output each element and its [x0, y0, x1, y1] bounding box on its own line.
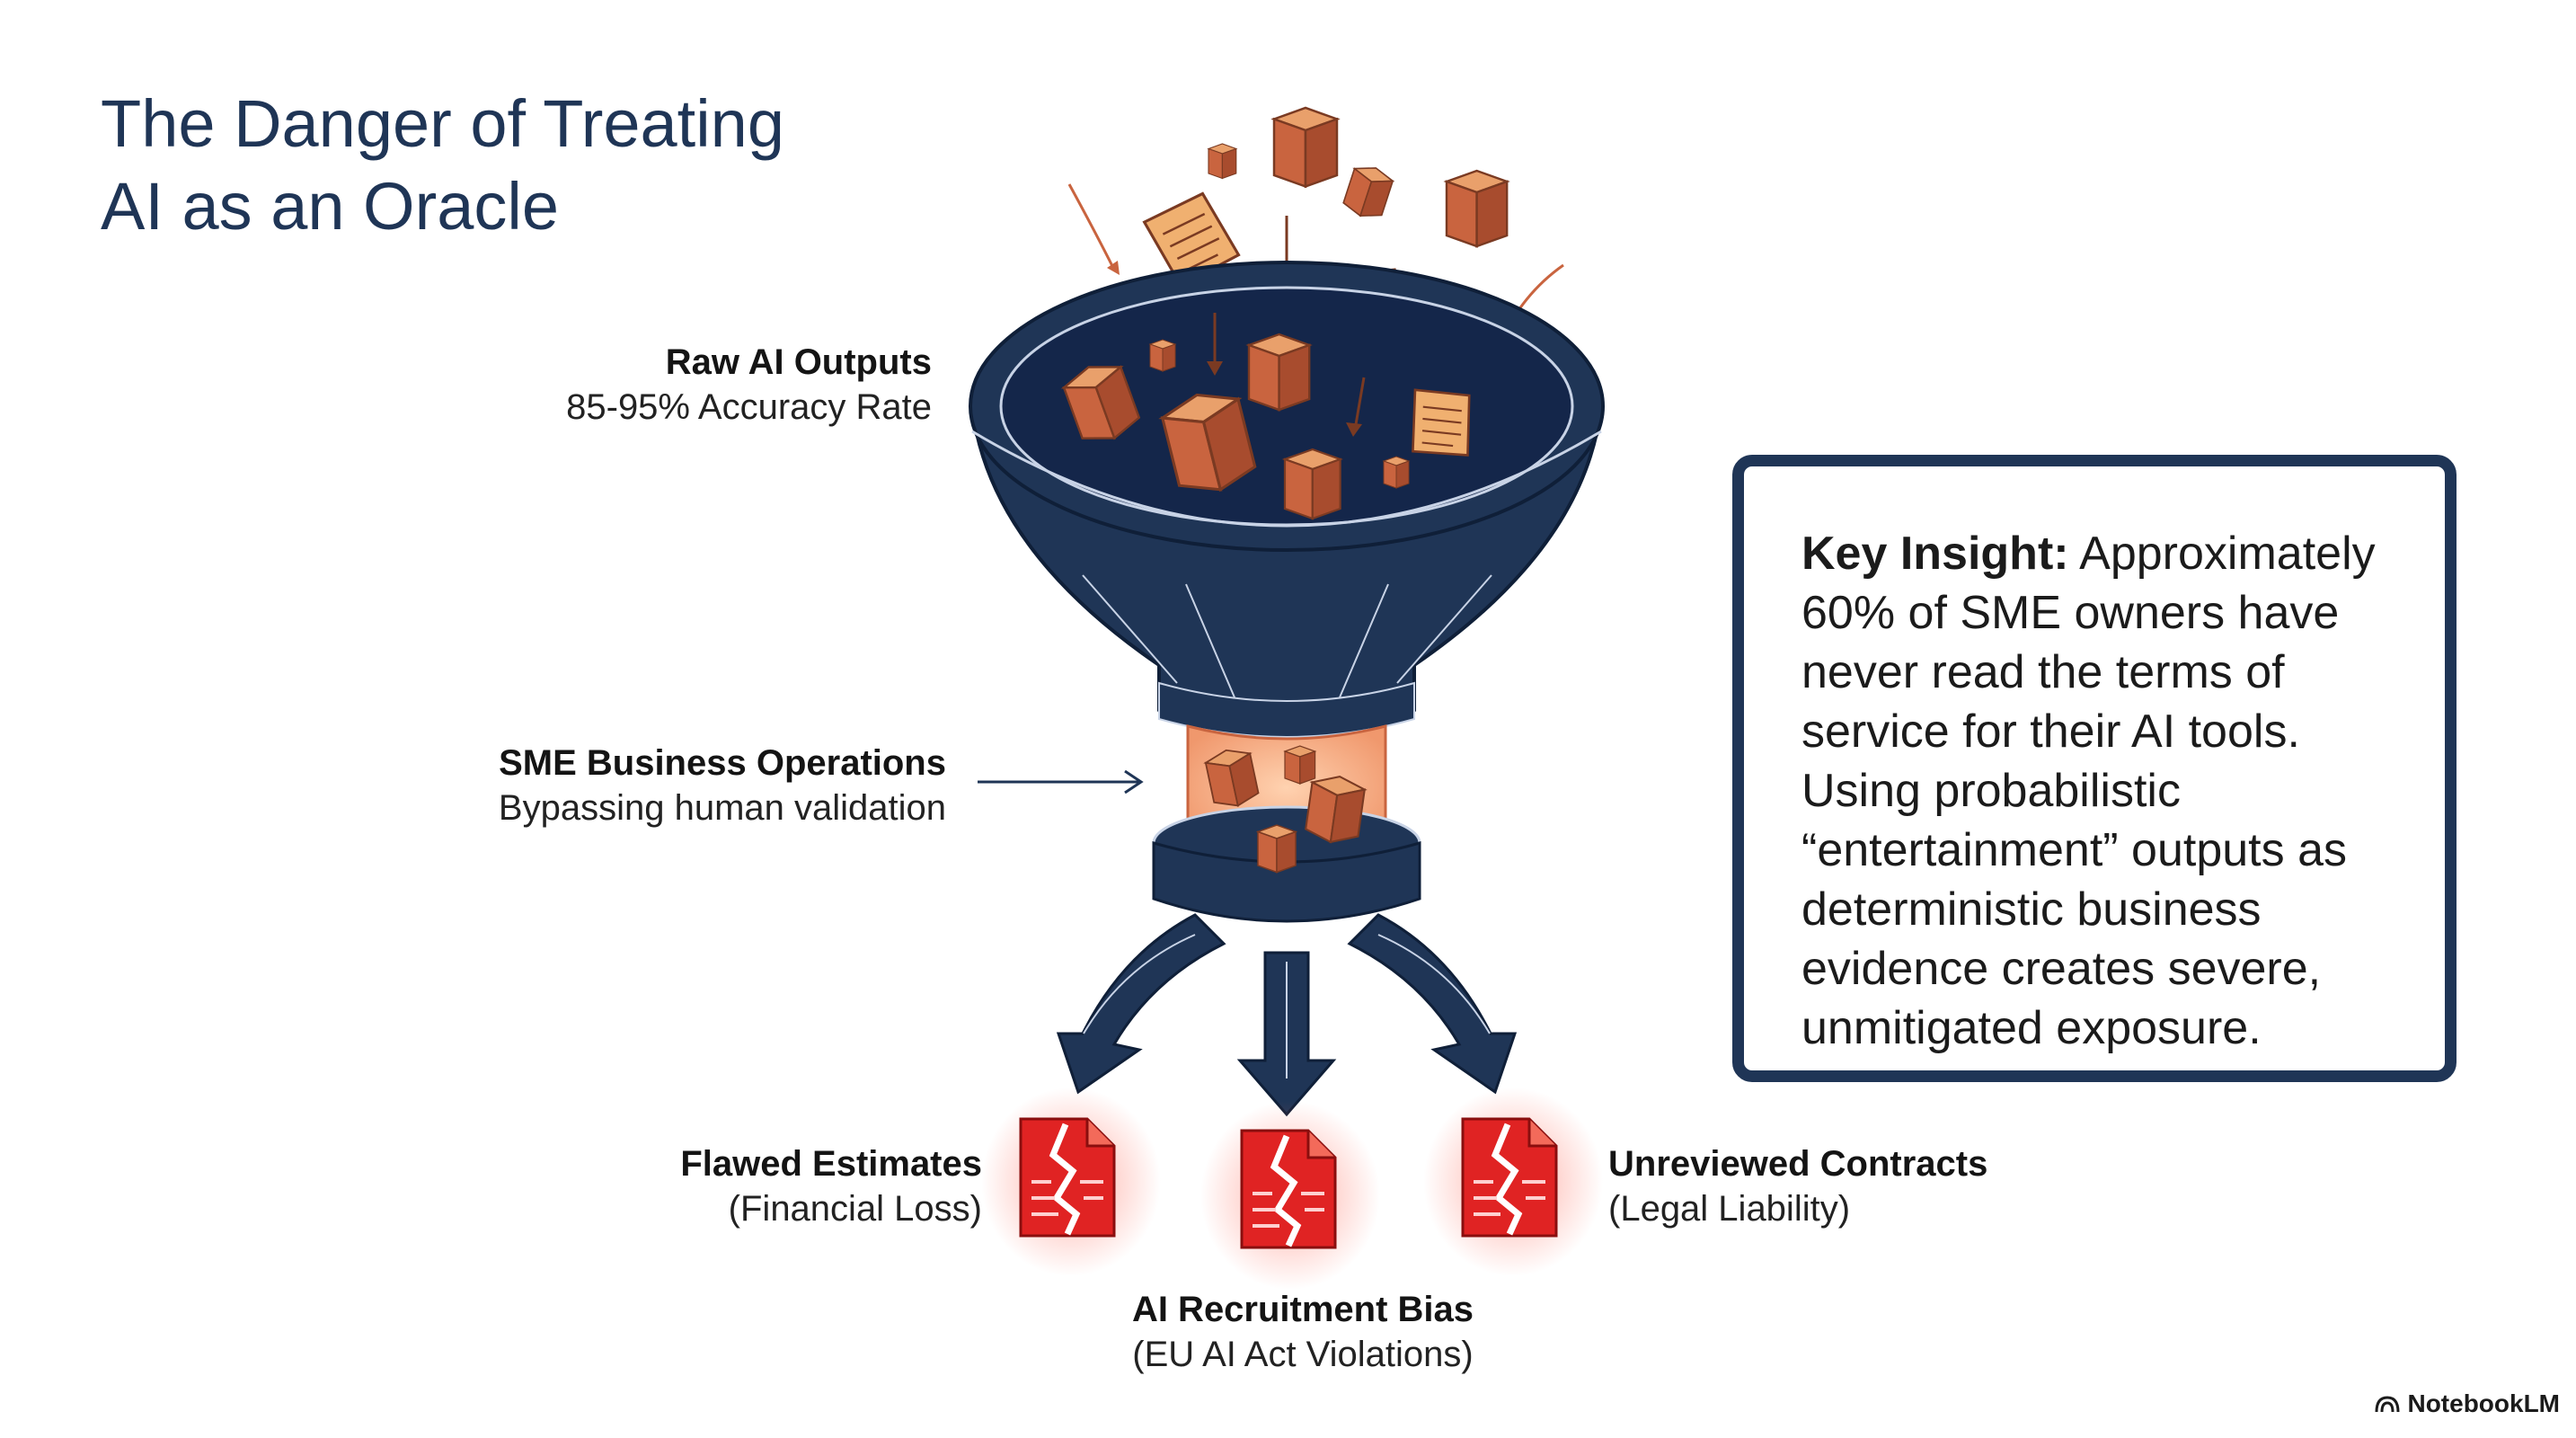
cube-icon: [1445, 169, 1509, 248]
title-line-1: The Danger of Treating: [101, 86, 784, 161]
label-outcome-unreviewed-contracts-sub: (Legal Liability): [1608, 1189, 1851, 1229]
broken-document-icon: [1021, 1119, 1114, 1236]
label-outcome-flawed-estimates: Flawed Estimates (Financial Loss): [680, 1141, 982, 1231]
label-outcome-flawed-estimates-head: Flawed Estimates: [680, 1144, 982, 1184]
label-outcome-flawed-estimates-sub: (Financial Loss): [728, 1189, 982, 1229]
brand-watermark: NotebookLM: [2375, 1389, 2560, 1418]
label-sme-operations-sub: Bypassing human validation: [498, 788, 946, 828]
cube-icon: [1284, 745, 1316, 785]
label-outcome-unreviewed-contracts-head: Unreviewed Contracts: [1608, 1144, 1988, 1184]
cubes-in-funnel: [1058, 313, 1489, 520]
label-outcome-recruitment-bias-sub: (EU AI Act Violations): [1132, 1335, 1474, 1374]
broken-document-icon: [1463, 1119, 1556, 1236]
key-insight-body: Approximately 60% of SME owners have nev…: [1801, 528, 2376, 1054]
key-insight-lead: Key Insight:: [1801, 528, 2069, 580]
label-raw-ai-outputs-sub: 85-95% Accuracy Rate: [566, 387, 932, 427]
cube-icon: [1383, 456, 1410, 489]
cube-icon: [1283, 448, 1341, 520]
cube-icon: [1272, 106, 1339, 188]
broken-document-icon: [1242, 1131, 1335, 1247]
cube-icon: [1257, 824, 1297, 874]
arrow-right-icon: [1347, 913, 1518, 1095]
page-title: The Danger of Treating AI as an Oracle: [101, 83, 784, 248]
cube-icon: [1247, 333, 1311, 412]
cube-icon: [1208, 143, 1237, 180]
label-raw-ai-outputs-head: Raw AI Outputs: [665, 342, 932, 382]
cube-icon: [1149, 339, 1176, 372]
outcome-documents: [981, 1087, 1603, 1290]
title-line-2: AI as an Oracle: [101, 169, 560, 244]
brand-name: NotebookLM: [2407, 1389, 2560, 1417]
outflow-arrows: [1056, 913, 1518, 1117]
label-sme-operations: SME Business Operations Bypassing human …: [499, 741, 946, 830]
label-outcome-recruitment-bias: AI Recruitment Bias (EU AI Act Violation…: [1017, 1287, 1589, 1377]
notebooklm-logo-icon: [2375, 1396, 2400, 1413]
label-outcome-unreviewed-contracts: Unreviewed Contracts (Legal Liability): [1608, 1141, 1987, 1231]
label-outcome-recruitment-bias-head: AI Recruitment Bias: [1131, 1290, 1474, 1329]
arrow-left-icon: [1056, 913, 1226, 1095]
label-sme-operations-head: SME Business Operations: [499, 743, 946, 783]
key-insight-box: Key Insight: Approximately 60% of SME ow…: [1732, 455, 2456, 1082]
cube-icon: [1340, 161, 1396, 223]
label-raw-ai-outputs: Raw AI Outputs 85-95% Accuracy Rate: [566, 340, 932, 430]
